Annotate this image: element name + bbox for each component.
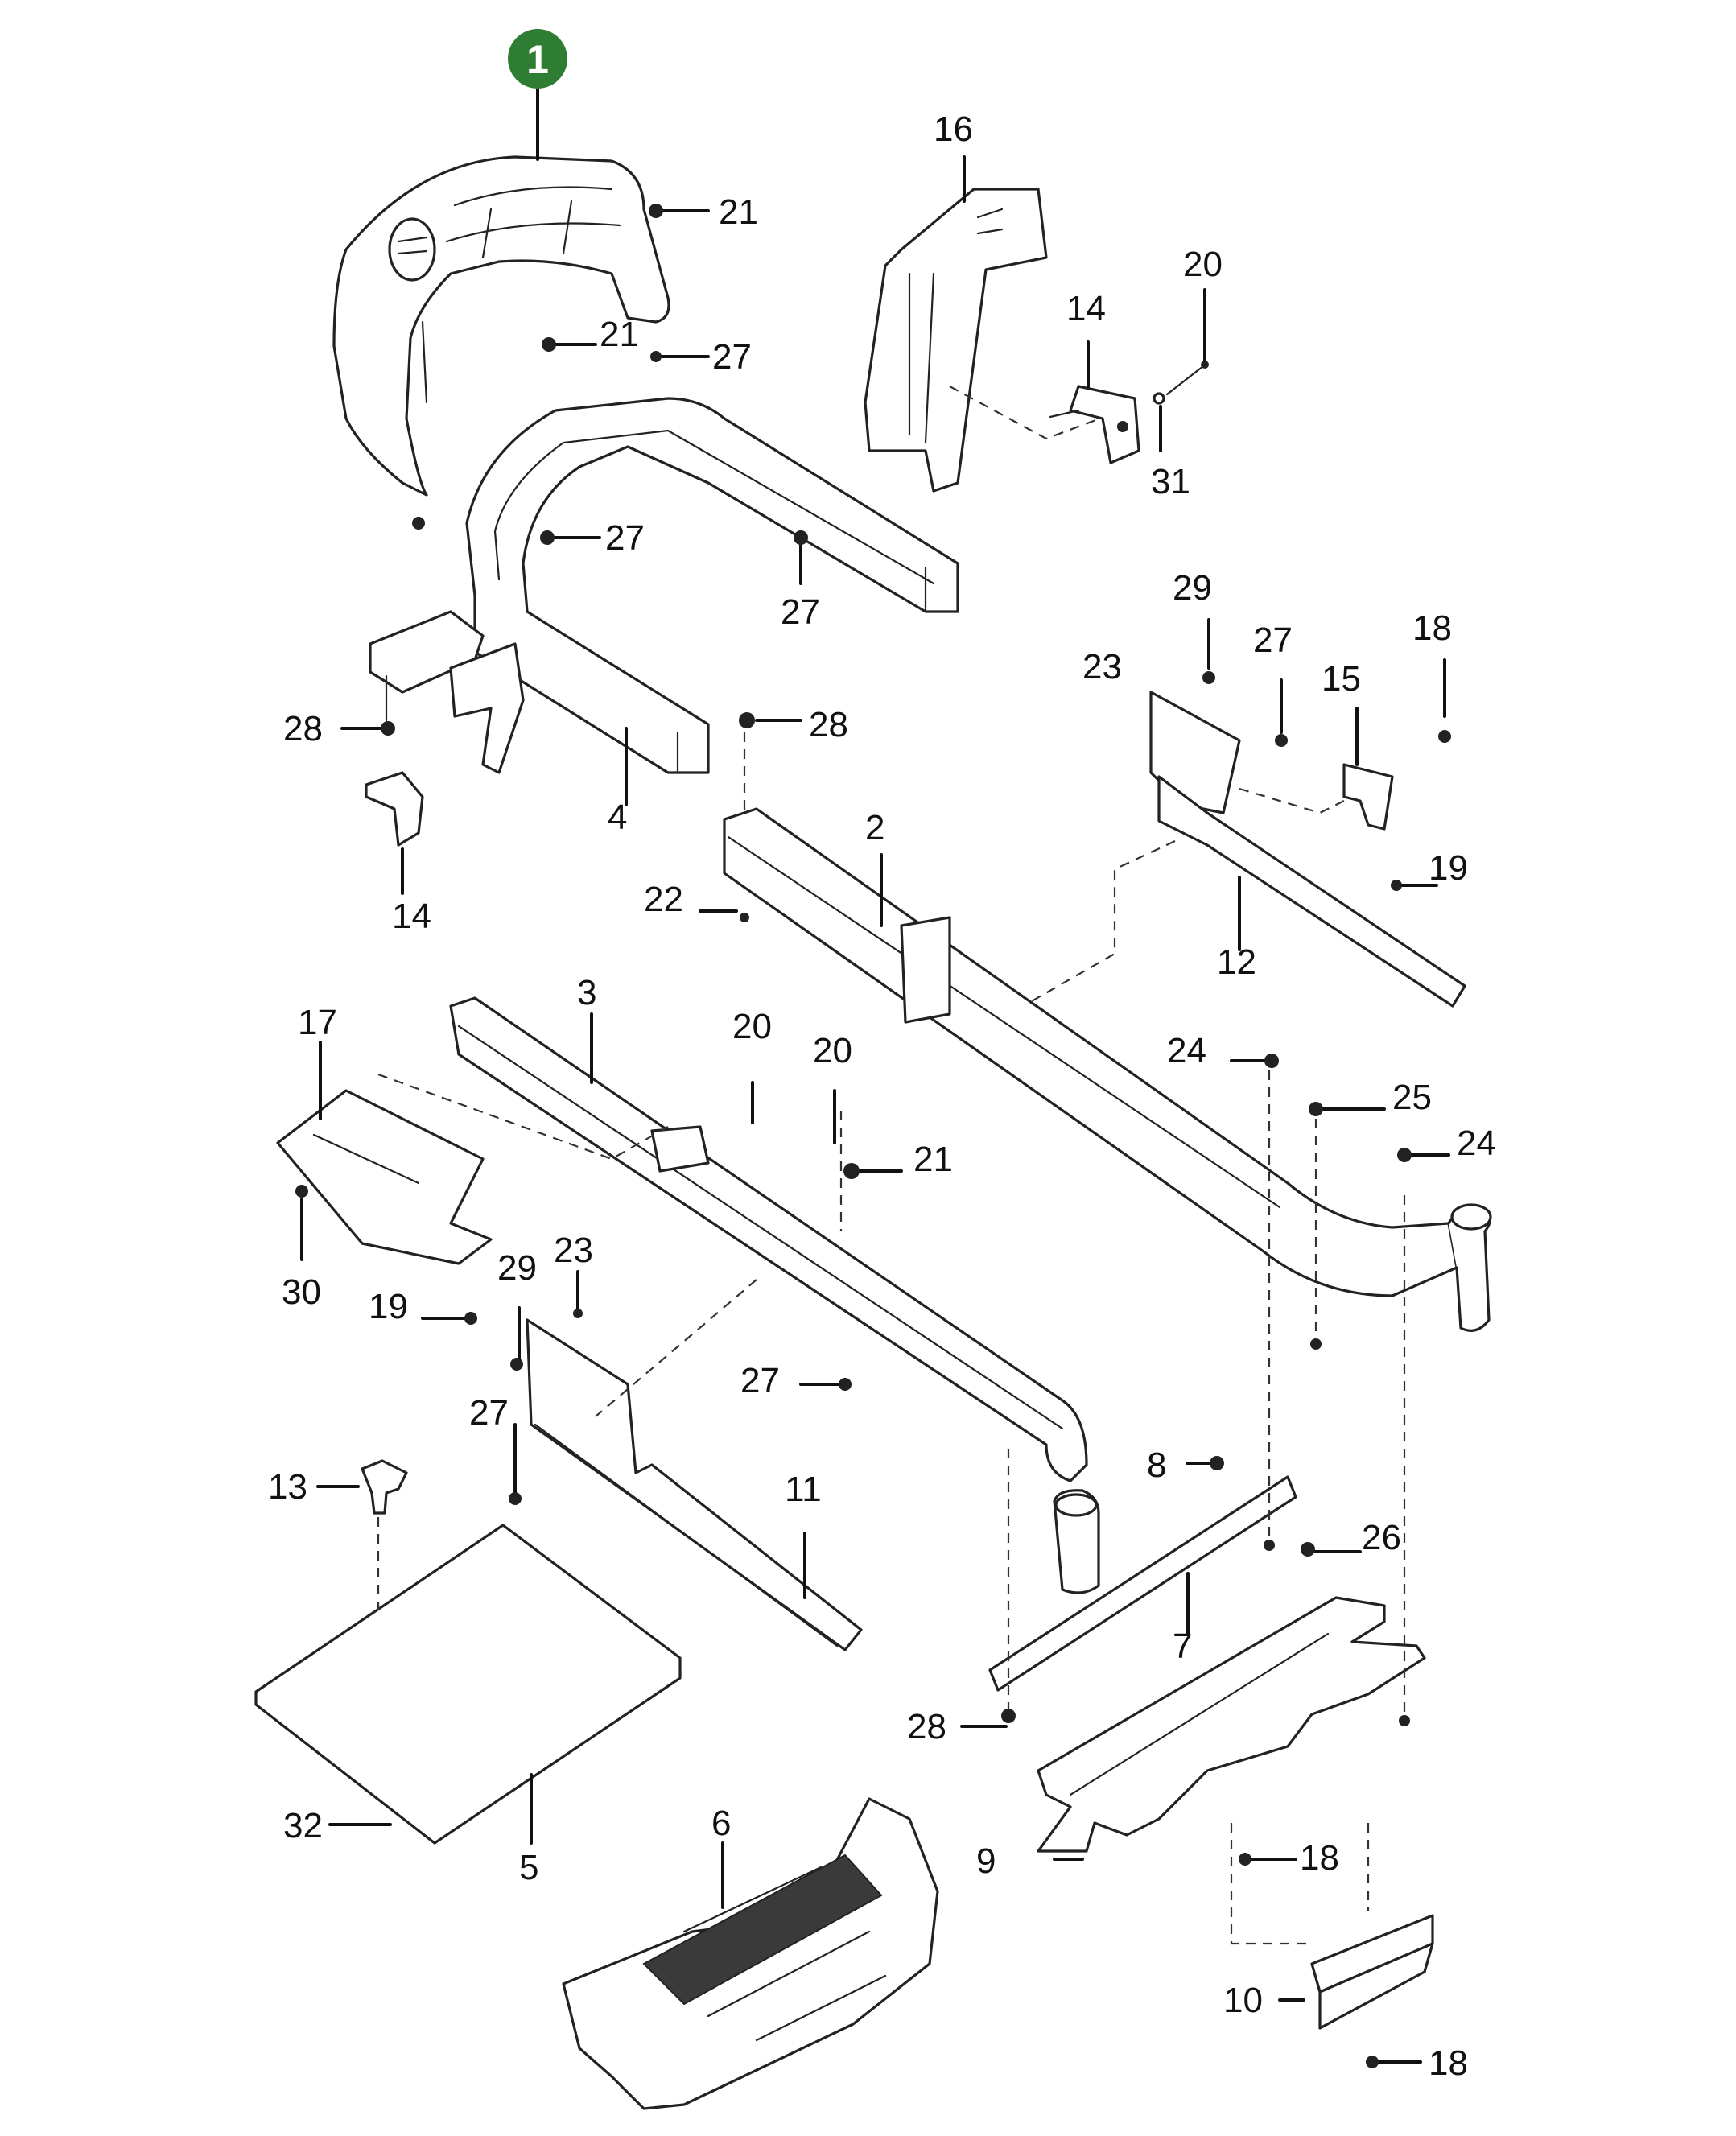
part-main-long-frame [723,807,1492,1332]
part-side-panel [526,1318,863,1651]
callout-14b: 14 [392,897,431,936]
callout-17: 17 [298,1003,337,1042]
part-flat-bar [988,1475,1297,1692]
callout-28a: 28 [283,709,323,748]
part-front-bumper [562,1797,939,2110]
callout-16: 16 [934,109,973,149]
fastener-leaders [300,209,1450,2064]
part-rear-bracket [864,155,1111,493]
callout-19b: 19 [369,1287,408,1326]
callout-25: 25 [1392,1078,1432,1117]
callout-24a: 24 [1167,1031,1206,1070]
part-left-mount-bracket [365,610,525,895]
callout-19a: 19 [1429,848,1468,888]
part-upper-u-frame [465,397,959,806]
callout-18a: 18 [1412,608,1452,648]
callout-9: 9 [976,1841,996,1881]
part-front-cross-frame [449,996,1100,1594]
callout-7: 7 [1173,1627,1192,1666]
callout-27f: 27 [469,1393,509,1433]
callout-27a: 27 [712,337,752,377]
callout-6: 6 [711,1804,731,1843]
callout-21a: 21 [719,192,758,232]
part-knob [361,1459,408,1610]
callout-21c: 21 [913,1140,953,1179]
callout-27b: 27 [605,518,645,558]
part-right-arm-plate [1029,691,1466,1008]
part-step-plate [1230,1823,1434,2030]
callout-11: 11 [785,1470,822,1509]
callout-4: 4 [608,798,627,837]
fastener-dots [295,204,1451,2068]
callout-8: 8 [1147,1445,1166,1485]
callout-labels: 21 16 20 14 21 27 31 27 27 29 27 18 23 1… [268,109,1496,2083]
badge-label: 1 [526,37,549,82]
part-lower-bracket [1037,1596,1426,1861]
callout-5: 5 [519,1848,538,1887]
callout-23a: 23 [1082,647,1122,687]
callout-18c: 18 [1429,2043,1468,2083]
callout-20b: 20 [732,1007,772,1046]
callout-32: 32 [283,1806,323,1845]
callout-29b: 29 [497,1248,537,1288]
callout-18b: 18 [1300,1838,1339,1878]
callout-10: 10 [1223,1981,1263,2020]
callout-12: 12 [1217,942,1256,982]
callout-22: 22 [644,880,683,919]
callout-15: 15 [1322,659,1361,699]
alignment-lines [595,732,1406,1911]
callout-20c: 20 [813,1031,852,1070]
callout-27e: 27 [740,1361,780,1400]
callout-24b: 24 [1457,1124,1496,1163]
callout-13: 13 [268,1467,307,1507]
callout-31: 31 [1151,462,1190,501]
part-number-badge: 1 [508,29,567,89]
callout-21b: 21 [600,315,639,354]
callout-20a: 20 [1183,245,1223,284]
part-fender-cover [332,87,670,497]
callout-23b: 23 [554,1231,593,1270]
callout-27d: 27 [1253,621,1293,660]
callout-28b: 28 [809,705,848,744]
part-bracket-15 [1239,707,1394,831]
callout-30: 30 [282,1272,321,1312]
callout-27c: 27 [781,592,820,632]
part-left-plate [276,1041,669,1265]
callout-26: 26 [1362,1518,1401,1557]
callout-2: 2 [865,808,884,847]
part-floor-plate [254,1524,682,1845]
callout-3: 3 [577,973,596,1012]
callout-29a: 29 [1173,568,1212,608]
callout-28c: 28 [907,1707,946,1746]
callout-14a: 14 [1066,289,1106,328]
part-small-bracket-top [1049,288,1209,464]
